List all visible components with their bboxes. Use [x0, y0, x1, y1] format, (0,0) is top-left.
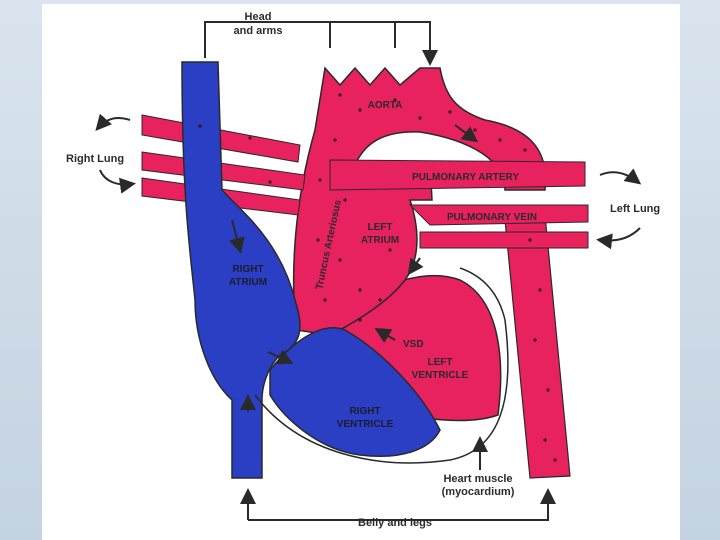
label-right-atrium-1: RIGHT [232, 264, 263, 275]
label-left-ventricle-1: LEFT [428, 357, 453, 368]
right-atrium-shape [181, 61, 301, 479]
pulmonary-artery-vessel [329, 159, 586, 191]
label-left-ventricle-2: VENTRICLE [412, 370, 469, 381]
label-aorta: AORTA [368, 100, 403, 111]
label-heart-muscle-1: Heart muscle [443, 473, 512, 485]
label-right-atrium-2: ATRIUM [229, 277, 267, 288]
label-left-lung: Left Lung [610, 203, 660, 215]
label-left-atrium-1: LEFT [368, 222, 393, 233]
label-head-arms-1: Head [245, 11, 272, 23]
label-head-arms-2: and arms [234, 25, 283, 37]
right-ventricle-shape [269, 327, 441, 457]
label-right-ventricle-2: VENTRICLE [337, 419, 394, 430]
pulmonary-vein-vessel [408, 204, 589, 226]
pulmonary-vein-vessel-lower [419, 231, 589, 249]
descending-vessel [504, 214, 571, 479]
label-right-lung: Right Lung [66, 153, 124, 165]
label-pulmonary-vein: PULMONARY VEIN [447, 212, 537, 223]
label-vsd: VSD [403, 339, 424, 350]
blood-dots [198, 93, 557, 462]
label-pulmonary-artery: PULMONARY ARTERY [412, 172, 519, 183]
label-belly-legs: Belly and legs [358, 517, 432, 529]
flow-arrows [95, 21, 642, 521]
label-heart-muscle-2: (myocardium) [442, 486, 515, 498]
label-left-atrium-2: ATRIUM [361, 235, 399, 246]
right-lung-vessel-mid [141, 151, 306, 191]
label-right-ventricle-1: RIGHT [349, 406, 380, 417]
